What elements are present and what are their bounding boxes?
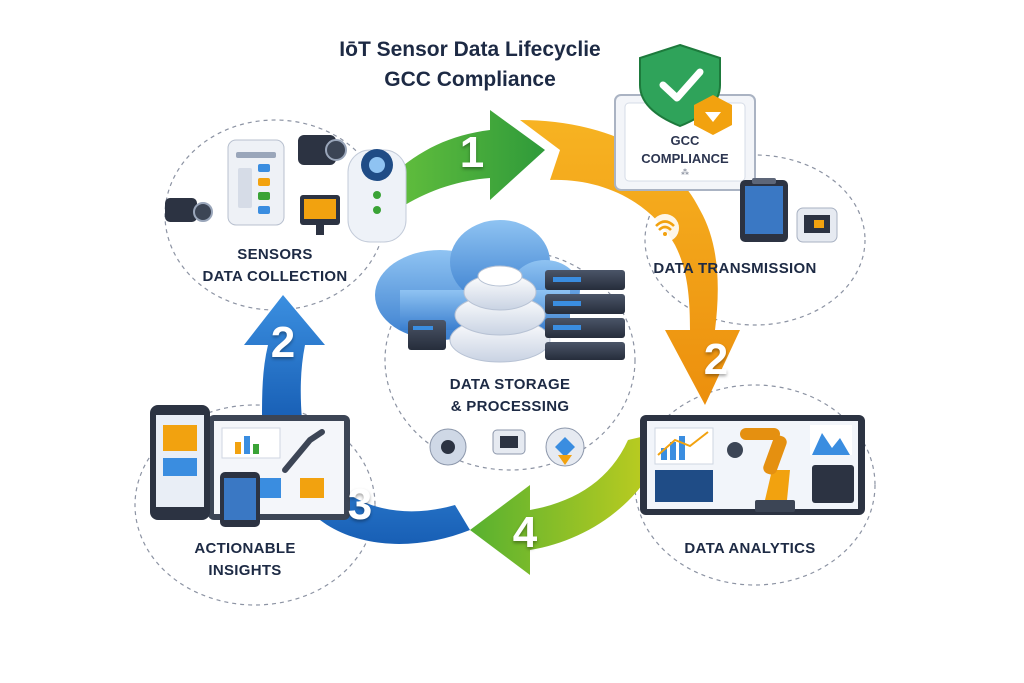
small-tablet-icon: [220, 472, 260, 527]
database-dome-icon: [449, 265, 551, 363]
insights-label-line-1: ACTIONABLE: [194, 540, 296, 557]
compliance-label-1: GCC: [670, 133, 700, 148]
arrow-orange-right: [520, 120, 740, 405]
arrow-number-green-bottom: 4: [512, 508, 538, 557]
server-icon: [408, 270, 625, 360]
insights-label-line-2: INSIGHTS: [208, 562, 282, 579]
transmission-label: DATA TRANSMISSION: [640, 258, 830, 280]
compliance-label-2: COMPLIANCE: [641, 151, 729, 166]
wifi-icon: [651, 214, 679, 242]
camera-icon: [298, 135, 336, 165]
sensor-devices: [165, 135, 407, 243]
storage-label-line-2: & PROCESSING: [450, 398, 570, 415]
smartphone-icon: [150, 405, 210, 520]
insights-label: ACTIONABLE INSIGHTS: [150, 538, 340, 582]
sensors-label-line-1: SENSORS: [237, 246, 313, 263]
arrow-number-green-top: 1: [459, 128, 485, 177]
camera-icon-small: [165, 198, 197, 222]
sensors-label: SENSORS DATA COLLECTION: [180, 244, 370, 288]
robot-arm-icon: [727, 428, 795, 512]
tablet-icon: [740, 178, 788, 242]
insights-circle: [134, 404, 376, 606]
storage-label: DATA STORAGE & PROCESSING: [415, 374, 605, 418]
title-line-1: IōT Sensor Data Lifecyclie: [339, 38, 601, 61]
title-line-2: GCC Compliance: [384, 68, 556, 91]
analytics-label-line-1: DATA ANALYTICS: [684, 540, 816, 557]
compliance-small-mark: ⁂: [681, 168, 689, 177]
analytics-label: DATA ANALYTICS: [655, 538, 845, 560]
storage-bottom-icons: [429, 427, 585, 467]
badge-icon: [694, 95, 732, 135]
sensors-label-line-2: DATA COLLECTION: [202, 268, 348, 285]
small-device-icon: [796, 207, 838, 243]
arrow-number-blue-bottom: 3: [347, 480, 373, 529]
arrow-green-top: [392, 110, 545, 205]
storage-label-line-1: DATA STORAGE: [449, 376, 571, 393]
transmission-label-line-1: DATA TRANSMISSION: [653, 260, 817, 277]
arrow-blue-left: [244, 295, 325, 420]
transmission-circle: [644, 154, 866, 326]
arrow-number-blue-left: 2: [270, 318, 296, 367]
arrow-green-bottom: [470, 430, 670, 575]
arrow-number-orange-right: 2: [703, 335, 729, 384]
analytics-monitor: [640, 415, 865, 515]
